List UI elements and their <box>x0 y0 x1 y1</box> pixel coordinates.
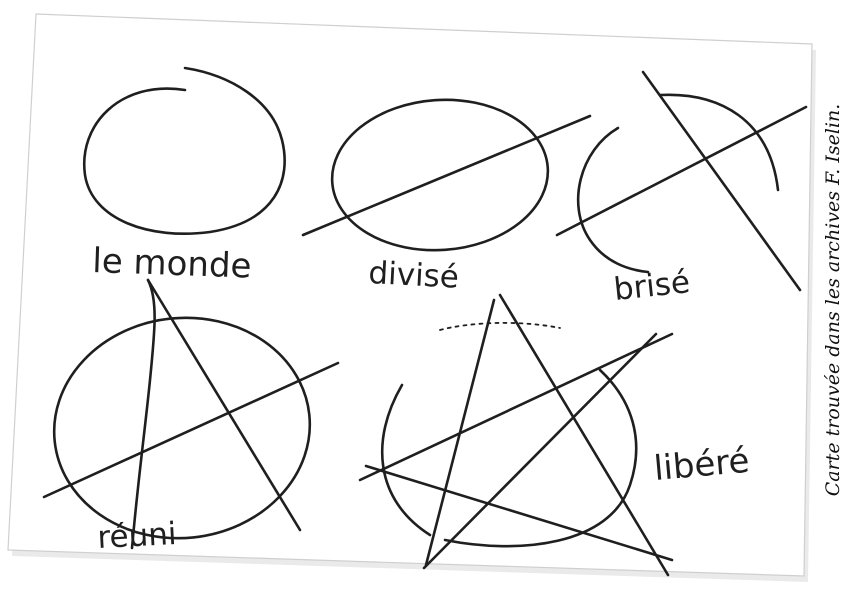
label-libere: libéré <box>652 441 751 489</box>
label-divise: divisé <box>368 255 460 296</box>
label-reuni: réuni <box>97 516 178 556</box>
archive-caption: Carte trouvée dans les archives F. Iseli… <box>822 104 844 497</box>
card-paper <box>8 14 812 576</box>
label-le-monde: le monde <box>92 241 252 287</box>
